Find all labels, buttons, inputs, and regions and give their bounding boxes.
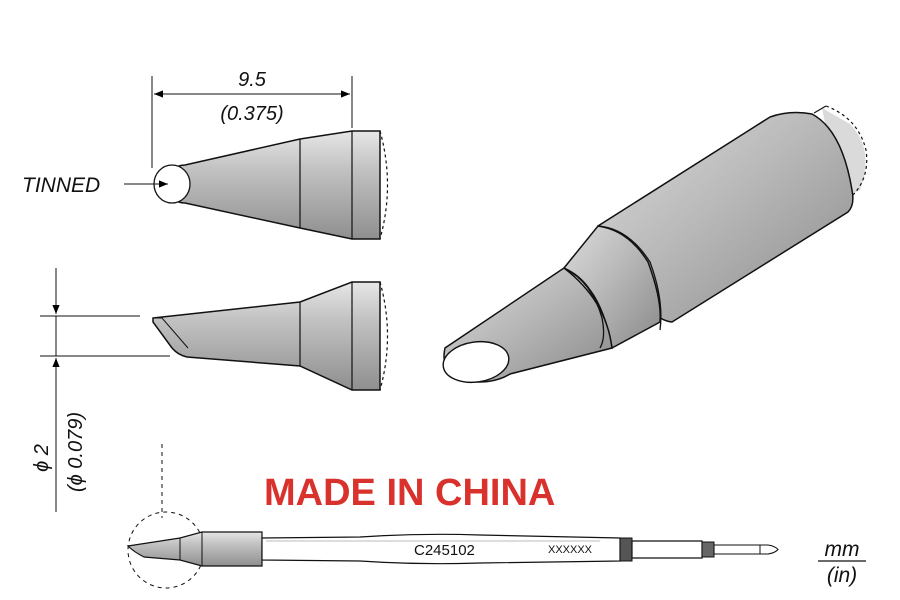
diameter-in-label: (ϕ 0.079)	[65, 412, 87, 492]
product-code: C245102	[414, 542, 475, 559]
diameter-dimension: ϕ 2 (ϕ 0.079)	[31, 268, 170, 512]
tinned-callout: TINNED	[22, 174, 168, 197]
tinned-label: TINNED	[22, 174, 100, 197]
tip-top-view	[153, 130, 389, 240]
length-mm-label: 9.5	[238, 69, 267, 91]
tip-side-view	[152, 281, 389, 391]
length-dimension: 9.5 (0.375)	[151, 69, 353, 168]
tip-perspective-view	[442, 105, 868, 384]
diameter-mm-label: ϕ 2	[31, 444, 53, 472]
units-legend: mm (in)	[818, 538, 866, 587]
unit-primary: mm	[825, 538, 860, 561]
length-in-label: (0.375)	[220, 103, 283, 125]
bevel-face	[442, 340, 510, 384]
full-tip-overview: C245102 XXXXXX	[126, 444, 779, 589]
product-mark: XXXXXX	[548, 544, 593, 556]
unit-secondary: (in)	[827, 564, 857, 587]
origin-notice: MADE IN CHINA	[264, 472, 555, 514]
